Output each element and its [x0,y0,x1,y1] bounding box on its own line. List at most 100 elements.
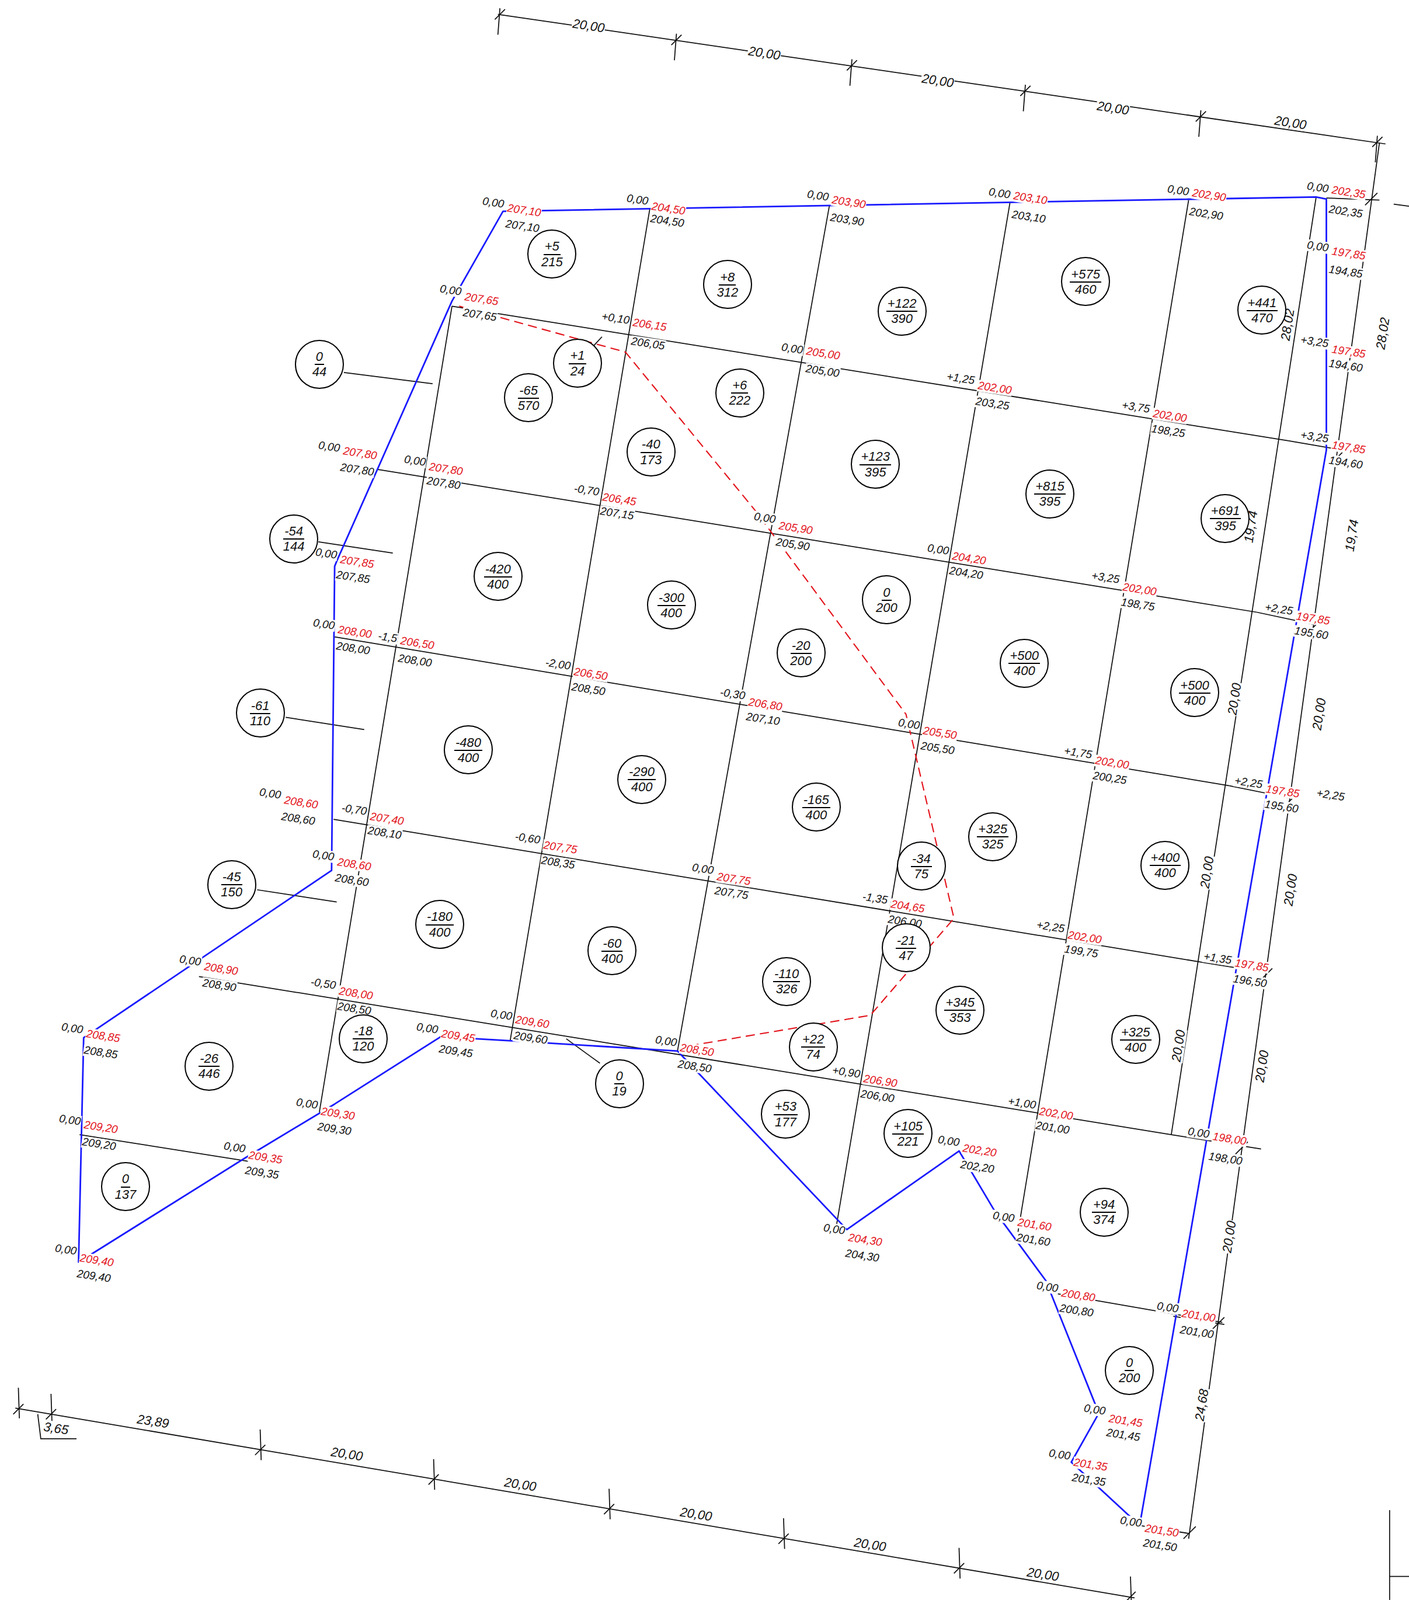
volume-value: -480 [454,735,483,751]
work-mark: 0,00 [1305,238,1331,254]
work-mark: -0,30 [718,686,747,702]
work-mark: 0,00 [402,453,428,468]
volume-circle: -3475 [896,841,946,891]
volume-circle: +500400 [999,638,1049,688]
area-value: 200 [788,653,813,668]
work-mark: 0,00 [625,192,650,207]
design-elevation: 206,90 [862,1072,899,1090]
area-value: 400 [1012,663,1037,678]
design-elevation: 209,60 [514,1013,551,1031]
design-elevation: 202,00 [1093,754,1130,772]
volume-circle: +122390 [877,286,927,336]
work-mark: 0,00 [1118,1514,1144,1530]
area-value: 446 [197,1066,222,1081]
design-elevation: 201,50 [1143,1522,1181,1540]
area-value: 395 [863,465,888,479]
ground-elevation: 203,90 [828,211,865,229]
volume-value: 0 [881,585,892,601]
work-mark: 0,00 [438,283,464,298]
design-elevation: 206,50 [398,634,436,652]
ground-elevation: 201,50 [1141,1536,1178,1554]
volume-circle: -420400 [473,551,523,601]
work-mark: 0,00 [1082,1401,1108,1417]
area-value: 470 [1250,311,1275,325]
ground-elevation: 209,30 [316,1120,353,1138]
work-mark: 0,00 [822,1221,847,1237]
ground-elevation: 207,85 [334,568,371,586]
volume-circle: +2274 [788,1022,838,1072]
ground-elevation: 195,60 [1292,624,1330,642]
design-elevation: 207,65 [463,291,500,309]
area-value: 137 [113,1187,138,1202]
work-mark: 0,00 [178,953,203,969]
dimension-text: 20,00 [1220,1219,1239,1255]
volume-circle: 019 [595,1059,645,1109]
design-elevation: 208,00 [338,985,375,1003]
ground-elevation: 207,80 [425,474,462,492]
area-value: 400 [428,925,452,939]
ground-elevation: 202,20 [959,1158,996,1176]
area-value: 120 [351,1039,376,1053]
design-elevation: 201,45 [1107,1412,1144,1430]
volume-circle: +8312 [703,259,753,309]
volume-value: 0 [120,1171,131,1188]
ground-elevation: 201,00 [1178,1323,1215,1341]
work-mark: 0,00 [991,1209,1017,1224]
area-value: 74 [804,1047,821,1061]
volume-circle: +500400 [1170,668,1220,718]
ground-elevation: 200,80 [1058,1302,1095,1320]
design-elevation: 208,50 [678,1042,715,1060]
volume-value: -60 [601,936,623,952]
work-mark: 0,00 [222,1139,247,1155]
volume-circle: -60400 [587,926,637,976]
work-mark: +2,25 [1315,787,1346,803]
design-elevation: 207,75 [541,839,579,857]
design-elevation: 209,45 [439,1027,476,1045]
work-mark: +0,10 [600,310,631,327]
dimension-text: 24,68 [1192,1387,1212,1423]
volume-circle: +575460 [1060,256,1111,306]
volume-value: +325 [976,822,1009,838]
volume-value: +325 [1119,1025,1152,1041]
ground-elevation: 208,35 [540,854,577,872]
area-value: 75 [913,867,930,881]
volume-value: -300 [657,590,686,607]
ground-elevation: 206,05 [629,335,666,353]
ground-elevation: 209,20 [80,1135,117,1153]
work-mark: 0,00 [805,188,831,203]
area-value: 400 [630,780,654,794]
volume-value: -110 [773,966,800,983]
design-elevation: 205,50 [921,724,958,742]
volume-value: +5 [543,239,561,255]
design-elevation: 202,00 [1066,929,1103,946]
volume-value: 0 [614,1069,624,1085]
ground-elevation: 198,00 [1206,1150,1244,1168]
volume-value: +500 [1178,678,1211,694]
volume-value: -18 [352,1024,374,1040]
area-value: 400 [1123,1040,1148,1054]
design-elevation: 205,90 [777,519,814,537]
design-elevation: 209,30 [319,1105,356,1123]
ground-elevation: 203,25 [974,395,1011,413]
dimension-text: 20,00 [1095,99,1131,118]
volume-value: -165 [802,792,831,809]
volume-circle: -110326 [762,957,812,1007]
work-mark: 0,00 [653,1034,679,1049]
design-elevation: 206,80 [746,696,784,713]
area-value: 400 [1183,693,1207,708]
area-value: 312 [715,285,740,299]
volume-circle: +325400 [1111,1014,1161,1064]
ground-elevation: 208,00 [397,652,434,670]
work-mark: +3,25 [1299,429,1330,445]
volume-circle: -18120 [338,1014,388,1064]
design-elevation: 209,35 [246,1149,284,1167]
work-mark: +3,75 [1120,399,1151,416]
ground-elevation: 204,30 [843,1247,880,1265]
dimension-text: 20,00 [920,71,956,90]
volume-circle: +94374 [1079,1187,1129,1237]
volume-circle: +400400 [1140,840,1190,890]
ground-elevation: 208,90 [200,976,238,994]
volume-value: +122 [886,296,918,312]
ground-elevation: 200,25 [1091,769,1129,787]
